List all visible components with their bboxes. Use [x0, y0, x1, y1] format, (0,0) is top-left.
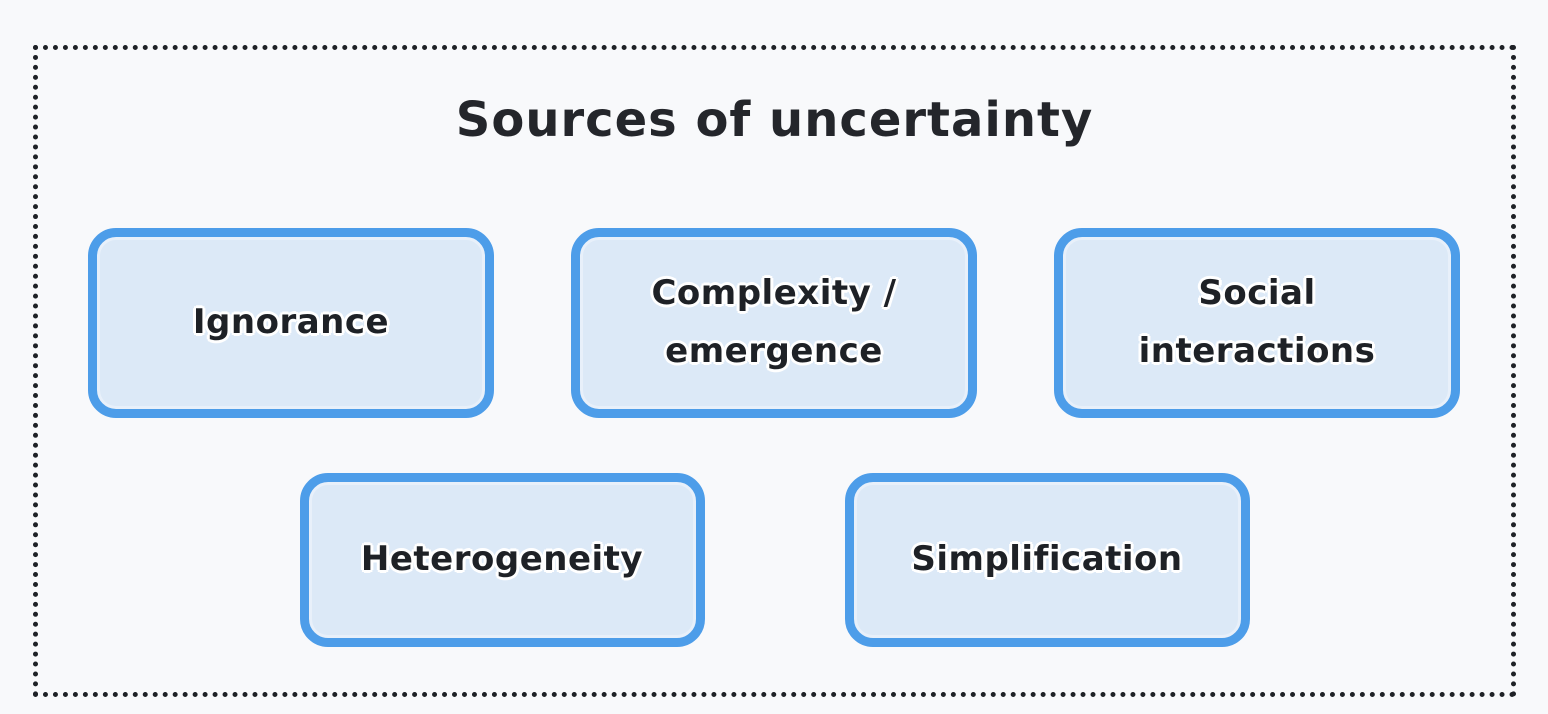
box-complexity-emergence: Complexity / emergence	[571, 228, 977, 418]
box-social-interactions: Social interactions	[1054, 228, 1460, 418]
diagram-title: Sources of uncertainty	[455, 92, 1094, 148]
dotted-frame: Sources of uncertainty Ignorance Complex…	[33, 45, 1516, 697]
boxes-row-bottom: Heterogeneity Simplification	[38, 473, 1511, 647]
box-ignorance: Ignorance	[88, 228, 494, 418]
box-simplification: Simplification	[844, 473, 1250, 647]
boxes-row-top: Ignorance Complexity / emergence Social …	[88, 228, 1460, 418]
box-heterogeneity: Heterogeneity	[299, 473, 705, 647]
